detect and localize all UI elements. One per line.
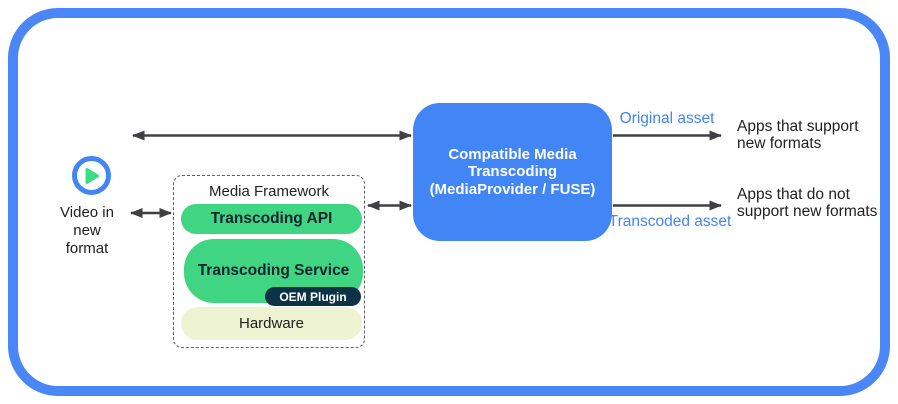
apps-no-support-label: Apps that do not support new formats <box>737 186 877 220</box>
apps-no-support-line1: Apps that do not <box>737 186 850 203</box>
apps-support-line1: Apps that support <box>737 118 859 135</box>
original-asset-label: Original asset <box>619 110 715 127</box>
hardware-layer: Hardware <box>181 307 362 340</box>
transcoding-service-layer: Transcoding Service OEM Plugin <box>184 239 363 306</box>
play-icon <box>72 156 111 195</box>
transcoder-box: Compatible Media Transcoding (MediaProvi… <box>413 103 612 241</box>
video-source-label: Video in new format <box>47 204 127 258</box>
apps-support-line2: new formats <box>737 135 822 152</box>
video-source-line1: Video in <box>60 204 114 221</box>
play-triangle-icon <box>85 167 99 184</box>
video-source-line2: new <box>73 222 101 239</box>
outer-frame <box>8 8 890 396</box>
transcoded-asset-label: Transcoded asset <box>608 213 732 230</box>
transcoding-service-label: Transcoding Service <box>197 262 350 279</box>
apps-no-support-line2: support new formats <box>737 203 878 220</box>
transcoding-api-layer: Transcoding API <box>181 204 362 234</box>
video-source-line3: format <box>65 240 109 257</box>
oem-plugin-badge: OEM Plugin <box>265 287 361 306</box>
media-framework-box: Media Framework Transcoding API Transcod… <box>173 175 365 348</box>
media-framework-title: Media Framework <box>208 183 330 200</box>
transcoder-line1: Compatible Media <box>448 145 577 163</box>
apps-support-label: Apps that support new formats <box>737 118 859 152</box>
transcoder-line3: (MediaProvider / FUSE) <box>429 180 596 198</box>
transcoder-line2: Transcoding <box>467 163 558 181</box>
